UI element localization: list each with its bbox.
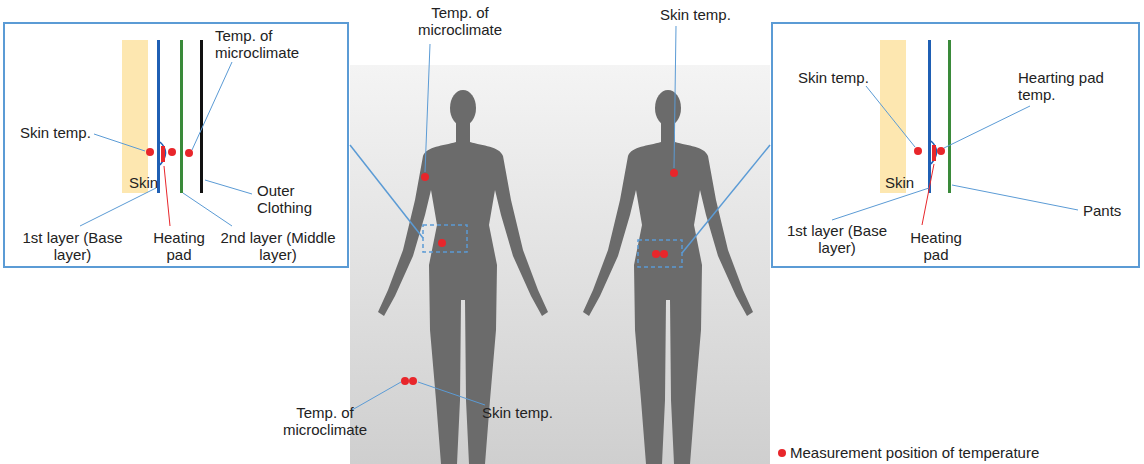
stage-background bbox=[350, 65, 770, 464]
temperature-label: Temp. of microclimate bbox=[405, 4, 515, 39]
layer-label: Skin bbox=[129, 174, 158, 191]
measurement-dots bbox=[914, 147, 945, 155]
temperature-label: Skin temp. bbox=[20, 124, 91, 141]
heating-pad bbox=[161, 146, 165, 162]
base-layer bbox=[157, 40, 160, 193]
leader-line bbox=[922, 164, 934, 225]
pad-pocket bbox=[931, 141, 937, 164]
temperature-label: Skin temp. bbox=[660, 6, 731, 23]
layer-label: Heating pad bbox=[898, 229, 974, 264]
skin-layer bbox=[122, 40, 148, 193]
inset-panel: Skin temp. Hearting pad temp. SkinPants 1st… bbox=[771, 22, 1140, 268]
layer-label: Pants bbox=[1083, 202, 1121, 219]
outer-clothing bbox=[200, 40, 203, 193]
inset-pointer bbox=[350, 145, 423, 238]
layer-label: 1st layer (Base layer) bbox=[776, 222, 898, 257]
temperature-label: Temp. of microclimate bbox=[215, 27, 340, 62]
leader-line bbox=[164, 166, 170, 226]
base-layer bbox=[928, 40, 931, 193]
inset-panel: Temp. of microclimateSkin temp. Skin Outer… bbox=[3, 22, 349, 268]
back-figure bbox=[583, 90, 753, 464]
dashed-region bbox=[638, 240, 682, 267]
leader-lines bbox=[352, 26, 676, 410]
skin-layer bbox=[880, 40, 906, 193]
leader-lines bbox=[832, 86, 1078, 220]
middle-layer bbox=[180, 40, 183, 193]
heating-pad bbox=[932, 145, 936, 161]
measurement-dots bbox=[401, 169, 678, 385]
temperature-label: Hearting pad temp. bbox=[1018, 69, 1136, 104]
temperature-label: Temp. of microclimate bbox=[255, 404, 395, 439]
layer-label: Skin bbox=[885, 174, 914, 191]
layer-label: 2nd layer (Middle layer) bbox=[210, 229, 346, 264]
inset-pointer bbox=[682, 145, 770, 253]
pad-pocket bbox=[160, 142, 166, 165]
dashed-region bbox=[423, 225, 467, 252]
layer-label: 1st layer (Base layer) bbox=[10, 229, 135, 264]
legend-text: Measurement position of temperature bbox=[790, 444, 1039, 461]
temperature-label: Skin temp. bbox=[798, 69, 869, 86]
legend-entry: Measurement position of temperature bbox=[778, 444, 1039, 461]
measurement-dots bbox=[146, 148, 193, 157]
layer-label: Outer Clothing bbox=[257, 182, 342, 217]
pants-layer bbox=[948, 40, 951, 193]
layer-label: Heating pad bbox=[143, 229, 215, 264]
legend-dot bbox=[778, 449, 786, 457]
temperature-label: Skin temp. bbox=[482, 404, 553, 421]
leader-lines bbox=[80, 62, 252, 226]
